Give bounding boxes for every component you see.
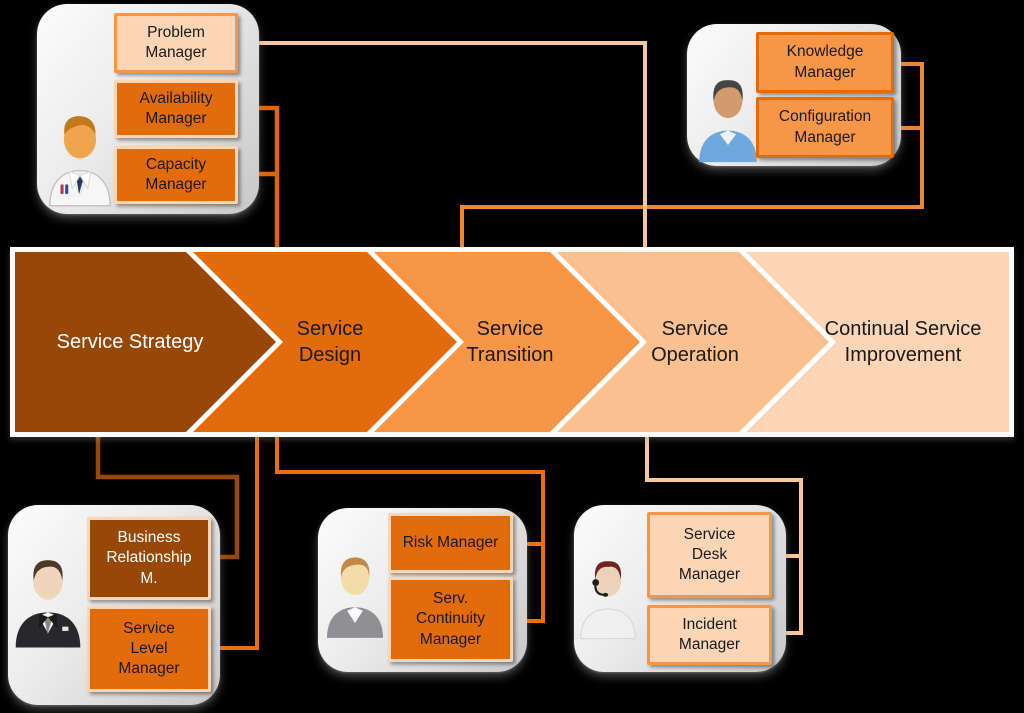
role-box-configuration-manager: Configuration Manager	[756, 97, 894, 158]
card-operation-roles: Service Desk Manager Incident Manager	[574, 505, 786, 672]
stage-label-continual-service-improvement: Continual Service Improvement	[824, 317, 982, 366]
connector-problem-manager	[238, 41, 647, 250]
support-agent-icon	[580, 561, 636, 640]
card-design-roles: Risk Manager Serv. Continuity Manager	[318, 508, 527, 672]
role-box-availability-manager: Availability Manager	[114, 80, 238, 138]
role-box-service-level-manager: Service Level Manager	[87, 606, 211, 692]
technician-icon	[699, 80, 757, 163]
stage-label-service-strategy: Service Strategy	[56, 330, 204, 353]
businessman-icon	[15, 560, 81, 648]
role-box-service-continuity-manager: Serv. Continuity Manager	[388, 577, 513, 662]
role-box-problem-manager: Problem Manager	[114, 13, 238, 73]
connector-trunk-transition	[460, 62, 924, 250]
connector-business-relationship	[95, 435, 240, 560]
card-transition-roles: Knowledge Manager Configuration Manager	[687, 24, 901, 166]
connector-trunk-design-bottom	[275, 435, 545, 621]
role-box-incident-manager: Incident Manager	[647, 605, 772, 665]
stage-shape-service-transition	[374, 252, 640, 432]
stage-shape-continual-service-improvement	[746, 252, 1009, 432]
stage-label-service-operation: Service Operation	[651, 317, 739, 366]
role-box-knowledge-manager: Knowledge Manager	[756, 32, 894, 93]
stage-shape-service-operation	[557, 252, 829, 432]
stage-shape-service-strategy	[15, 252, 276, 432]
stage-shape-service-design	[193, 252, 457, 432]
role-box-service-desk-manager: Service Desk Manager	[647, 512, 772, 598]
stage-label-service-design: Service Design	[296, 317, 364, 366]
stage-label-service-transition: Service Transition	[466, 317, 554, 366]
role-box-business-relationship-manager: Business Relationship M.	[87, 517, 211, 600]
role-box-capacity-manager: Capacity Manager	[114, 146, 238, 204]
consultant-icon	[327, 557, 383, 638]
lifecycle-band	[10, 247, 1014, 437]
card-strategy-roles: Business Relationship M. Service Level M…	[8, 505, 220, 705]
card-operations-design-roles: Problem Manager Availability Manager Cap…	[37, 4, 259, 214]
doctor-icon	[49, 116, 111, 207]
connector-service-level	[211, 435, 259, 650]
role-box-risk-manager: Risk Manager	[388, 513, 513, 573]
